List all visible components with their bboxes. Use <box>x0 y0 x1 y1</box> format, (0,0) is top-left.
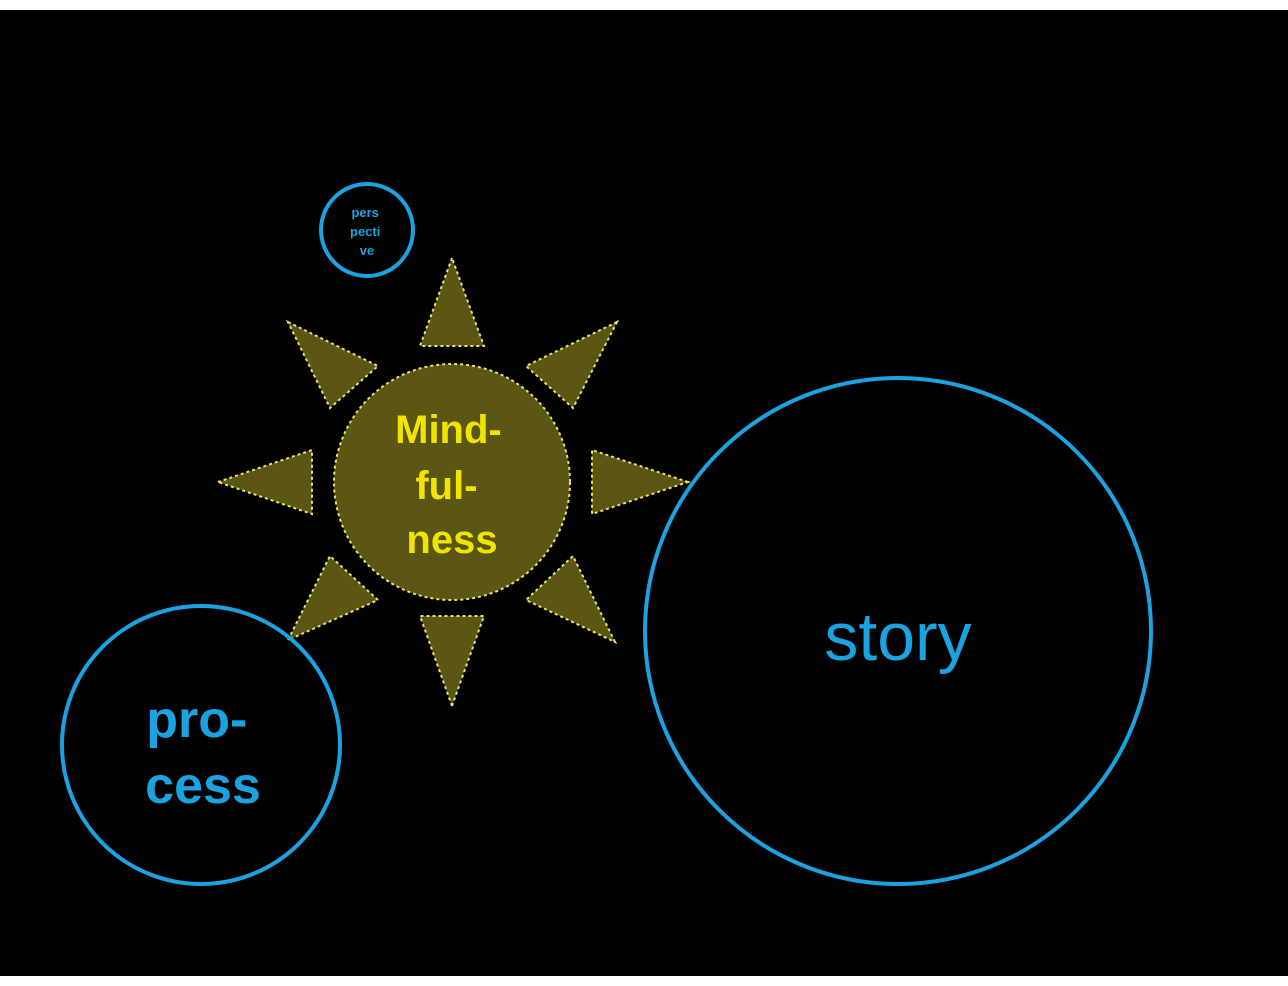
perspective-line-3: ve <box>360 243 374 258</box>
sun-ray-bottom-right <box>524 554 618 645</box>
process-label: pro- cess <box>145 691 262 815</box>
perspective-circle <box>319 182 415 278</box>
sun-ray-top-right <box>524 319 620 410</box>
story-circle <box>643 376 1153 886</box>
sun-ray-bottom <box>418 615 486 709</box>
perspective-label: pers pecti ve <box>350 205 384 258</box>
process-line-2: cess <box>145 757 261 815</box>
process-line-1: pro- <box>146 691 247 749</box>
mindfulness-line-2: ful- <box>415 464 477 508</box>
sun-rays <box>214 255 692 709</box>
sun-ray-bottom-left <box>285 554 380 643</box>
process-circle <box>60 604 342 886</box>
sun-ray-right <box>591 448 692 516</box>
perspective-line-2: pecti <box>350 224 380 239</box>
story-label: story <box>824 599 971 675</box>
sun-ray-left <box>214 448 313 516</box>
mindfulness-label: Mind- ful- ness <box>395 408 513 562</box>
mindfulness-line-3: ness <box>406 518 497 562</box>
sun-ray-top-left <box>285 319 380 410</box>
mindfulness-line-1: Mind- <box>395 408 502 452</box>
mindfulness-sun-core <box>333 363 571 601</box>
sun-ray-top <box>418 255 486 347</box>
perspective-line-1: pers <box>351 205 378 220</box>
